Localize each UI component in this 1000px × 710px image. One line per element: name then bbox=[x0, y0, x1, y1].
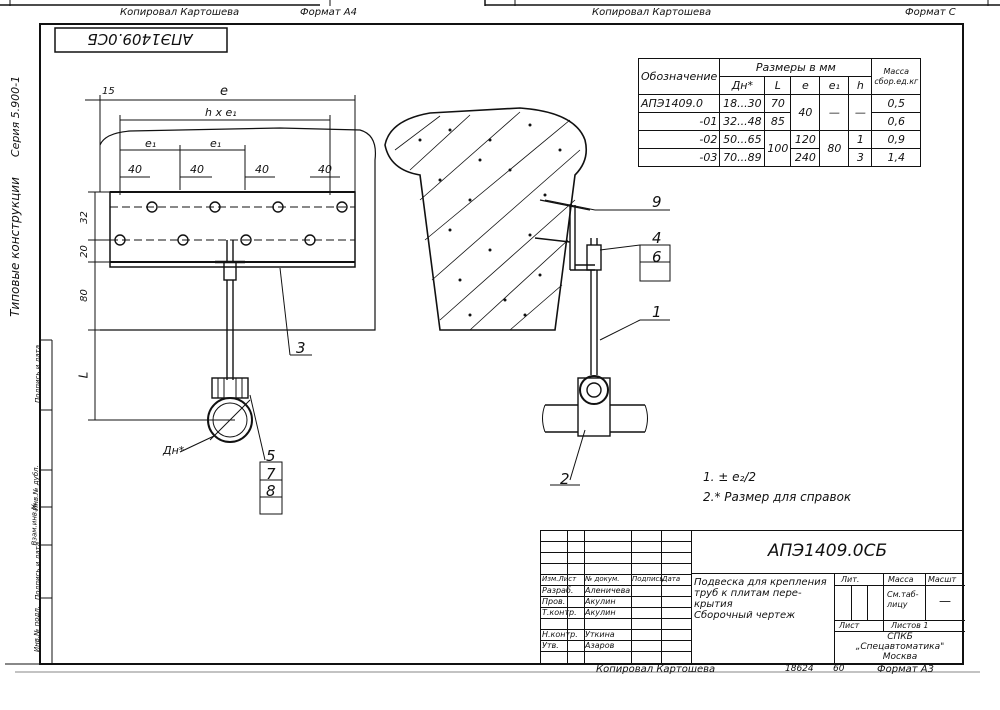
table-row: -01 32...48 85 0,6 bbox=[637, 112, 922, 131]
mass-value: См.таб-лицу bbox=[887, 590, 919, 609]
hdr-doc: № докум. bbox=[585, 575, 620, 583]
name-razrab: Аленичева bbox=[585, 586, 631, 595]
dim-dn: Дн* bbox=[163, 444, 185, 457]
col-L: L bbox=[764, 76, 792, 95]
col-dn: Дн* bbox=[719, 76, 766, 95]
dim-40d: 40 bbox=[318, 163, 332, 176]
hdr-date: Дата bbox=[662, 575, 681, 583]
dim-40b: 40 bbox=[190, 163, 204, 176]
name-tkontr: Акулин bbox=[585, 608, 616, 617]
designation: АПЭ1409.0СБ bbox=[767, 541, 888, 561]
rotated-code: АПЭ1409.0СБ bbox=[87, 30, 193, 48]
name-utv: Азаров bbox=[585, 641, 615, 650]
role-tkontr: Т.контр. bbox=[542, 608, 577, 617]
mass-header: Масса сбор.ед.кг bbox=[871, 58, 922, 95]
lit-label: Лит. bbox=[841, 575, 860, 584]
bottom-num1: 18624 bbox=[785, 664, 814, 674]
dim-32: 32 bbox=[78, 211, 90, 224]
stamp-sign2: Подпись и дата bbox=[33, 345, 42, 403]
stamp-sign1: Подпись и дата bbox=[33, 542, 42, 600]
col-designation: Обозначение bbox=[637, 58, 721, 95]
drawing-title: Подвеска для крепления труб к плитам пер… bbox=[694, 577, 827, 621]
dim-e1-a: e₁ bbox=[145, 137, 157, 150]
meta-box: Лит. Масса Масшт См.таб-лицу — Лист Лист… bbox=[834, 574, 965, 665]
side-label: Типовые конструкции bbox=[7, 177, 22, 317]
series-label: Серия 5.900-1 bbox=[9, 75, 23, 158]
title-grid bbox=[541, 531, 692, 665]
top-format-left: Формат А4 bbox=[300, 7, 357, 18]
sheets-label: Листов 1 bbox=[891, 621, 929, 630]
callout-3: 3 bbox=[296, 339, 306, 357]
role-nkontr: Н.контр. bbox=[542, 630, 578, 639]
scale-value: — bbox=[939, 594, 951, 608]
col-e: е bbox=[790, 76, 821, 95]
dim-e: е bbox=[220, 84, 228, 99]
size-group-header: Размеры в мм bbox=[719, 58, 873, 77]
organization: СПКБ „Спецавтоматика" Москва bbox=[855, 632, 945, 662]
top-copied-left: Копировал Картошева bbox=[120, 7, 240, 18]
callout-9: 9 bbox=[652, 193, 662, 211]
stamp-inv: Инв.№ подл. bbox=[33, 605, 42, 653]
spec-table: Обозначение Размеры в мм Масса сбор.ед.к… bbox=[637, 58, 922, 167]
callout-2: 2 bbox=[560, 470, 570, 488]
table-row: -02 50...65 100 120 80 1 0,9 bbox=[637, 130, 922, 167]
dim-80: 80 bbox=[78, 289, 90, 302]
hdr-role: Изм.Лист bbox=[542, 575, 577, 583]
bottom-copied: Копировал Картошева bbox=[596, 664, 716, 675]
hdr-sign: Подпись bbox=[632, 575, 664, 583]
bottom-num2: 60 bbox=[833, 664, 845, 674]
mass-label: Масса bbox=[888, 575, 914, 584]
designation-cell: АПЭ1409.0СБ bbox=[691, 531, 964, 574]
role-prov: Пров. bbox=[542, 597, 566, 606]
dim-n-e1: h x e₁ bbox=[205, 106, 237, 119]
callout-7: 7 bbox=[266, 465, 276, 483]
role-razrab: Разраб. bbox=[542, 586, 574, 595]
name-nkontr: Уткина bbox=[585, 630, 615, 639]
callout-1: 1 bbox=[652, 303, 662, 321]
dim-15: 15 bbox=[102, 86, 115, 97]
table-row: АПЭ1409.0 18...30 70 40 — — 0,5 bbox=[637, 94, 922, 131]
bottom-format: Формат А3 bbox=[877, 664, 934, 675]
callout-8: 8 bbox=[266, 482, 276, 500]
role-utv: Утв. bbox=[542, 641, 559, 650]
note-1: 1. ± e₂/2 bbox=[703, 470, 757, 484]
top-format-right: Формат С bbox=[905, 7, 956, 18]
dim-L: L bbox=[76, 371, 91, 379]
top-copied-right: Копировал Картошева bbox=[592, 7, 712, 18]
callout-5: 5 bbox=[266, 447, 276, 465]
dim-40c: 40 bbox=[255, 163, 269, 176]
col-h: h bbox=[848, 76, 873, 95]
stamp-dubl: Инв.№ дубл. bbox=[31, 465, 40, 511]
col-e1: e₁ bbox=[819, 76, 850, 95]
scale-label: Масшт bbox=[928, 575, 957, 584]
dim-40a: 40 bbox=[128, 163, 142, 176]
note-2: 2.* Размер для справок bbox=[703, 490, 852, 504]
table-row: -03 70...89 240 3 1,4 bbox=[637, 148, 922, 167]
callout-4: 4 bbox=[652, 229, 662, 247]
title-block: Изм.Лист № докум. Подпись Дата Разраб. А… bbox=[540, 530, 965, 665]
name-prov: Акулин bbox=[585, 597, 616, 606]
callout-6: 6 bbox=[652, 248, 662, 266]
dim-e1-b: e₁ bbox=[210, 137, 222, 150]
sheet-label: Лист bbox=[839, 621, 860, 630]
dim-20: 20 bbox=[78, 245, 90, 258]
